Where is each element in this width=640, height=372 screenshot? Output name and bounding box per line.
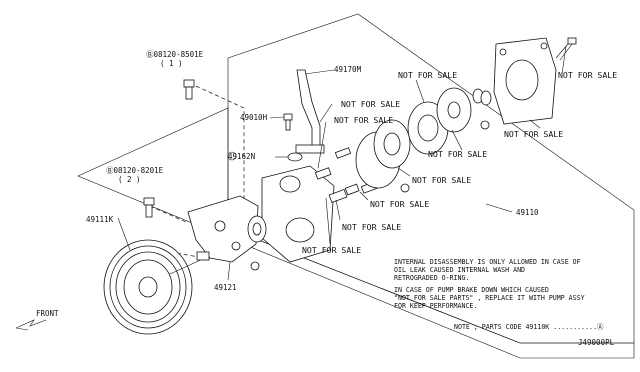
leader-nfs-3 bbox=[415, 79, 425, 103]
not-for-sale-label: NOT FOR SALE bbox=[504, 129, 563, 139]
label-bolt-left-qty: ( 2 ) bbox=[118, 175, 141, 184]
label-49110: 49110 bbox=[516, 208, 539, 217]
label-bolt-left-code: Ⓑ08120-8201E bbox=[106, 166, 164, 175]
note-line-4: IN CASE OF PUMP BRAKE DOWN WHICH CAUSED bbox=[394, 286, 549, 294]
label-bolt-top-code: Ⓑ08120-8501E bbox=[146, 50, 204, 59]
rear-cover-icon bbox=[493, 37, 557, 125]
leader-49010h bbox=[269, 116, 285, 119]
dashed-leader-top-bolt bbox=[195, 85, 245, 230]
pump-body-icon bbox=[261, 165, 335, 263]
bolt-left-icon bbox=[143, 197, 155, 218]
label-49010h: 49010H bbox=[240, 113, 268, 122]
note-line-3: RETROGRADED O-RING. bbox=[394, 274, 469, 282]
label-49170m: 49170M bbox=[334, 65, 362, 74]
not-for-sale-label: NOT FOR SALE bbox=[342, 222, 401, 232]
diagram-id: J49000PL bbox=[578, 338, 615, 347]
dashed-leader-left-bolt bbox=[149, 205, 187, 223]
oring-49162n-icon bbox=[287, 152, 303, 162]
label-49121: 49121 bbox=[214, 283, 237, 292]
not-for-sale-label: NOT FOR SALE bbox=[334, 115, 393, 125]
assembly-frame-inner bbox=[77, 107, 635, 359]
note-parts-code: NOTE ; PARTS CODE 49110K ...........Ⓐ bbox=[454, 323, 604, 331]
leader-nfs-9 bbox=[335, 199, 341, 221]
note-line-2: OIL LEAK CAUSED INTERNAL WASH AND bbox=[394, 266, 525, 274]
leader-nfs-5 bbox=[529, 119, 541, 129]
leader-nfs-6 bbox=[561, 45, 567, 75]
not-for-sale-label: NOT FOR SALE bbox=[428, 149, 487, 159]
note-line-5: "NOT FOR SALE PARTS" , REPLACE IT WITH P… bbox=[394, 294, 585, 302]
front-arrow-icon bbox=[15, 319, 47, 331]
bolt-rear-icon bbox=[555, 37, 577, 61]
pulley-shaft-icon bbox=[196, 251, 210, 261]
note-line-6: FOR KEEP PERFORMANCE. bbox=[394, 302, 477, 310]
not-for-sale-label: NOT FOR SALE bbox=[398, 70, 457, 80]
small-orings-icon bbox=[400, 88, 492, 193]
leader-nfs-7 bbox=[397, 167, 411, 177]
leader-nfs-8 bbox=[359, 191, 369, 201]
label-bolt-top-qty: ( 1 ) bbox=[160, 59, 183, 68]
cam-ring-icon bbox=[373, 119, 411, 169]
bolt-49010h-icon bbox=[283, 113, 293, 131]
not-for-sale-label: NOT FOR SALE bbox=[412, 175, 471, 185]
leader-49111k bbox=[117, 217, 131, 251]
suction-pipe-icon bbox=[295, 69, 325, 154]
label-49111k: 49111K bbox=[86, 215, 114, 224]
not-for-sale-label: NOT FOR SALE bbox=[302, 245, 361, 255]
leader-nfs-1 bbox=[319, 103, 333, 123]
front-label: FRONT bbox=[36, 309, 59, 318]
leader-nfs-4 bbox=[451, 129, 463, 151]
seal-ring-icon bbox=[247, 215, 267, 243]
side-plate-icon bbox=[436, 87, 472, 133]
leader-49121 bbox=[227, 261, 231, 281]
leader-nfs-10 bbox=[325, 197, 331, 245]
bolt-top-icon bbox=[183, 79, 195, 100]
leader-49110 bbox=[485, 203, 513, 213]
leader-49170m bbox=[304, 69, 335, 75]
note-line-1: INTERNAL DISASSEMBLY IS ONLY ALLOWED IN … bbox=[394, 258, 581, 266]
bracket-icon bbox=[187, 195, 259, 263]
circle-marker-49162n bbox=[227, 151, 237, 161]
not-for-sale-label: NOT FOR SALE bbox=[341, 99, 400, 109]
not-for-sale-label: NOT FOR SALE bbox=[370, 199, 429, 209]
pulley-icon bbox=[103, 239, 206, 335]
not-for-sale-label: NOT FOR SALE bbox=[558, 70, 617, 80]
leader-nfs-2 bbox=[317, 121, 327, 169]
label-49162n: 49162N bbox=[228, 152, 255, 161]
small-oring-left-icon bbox=[250, 261, 260, 271]
